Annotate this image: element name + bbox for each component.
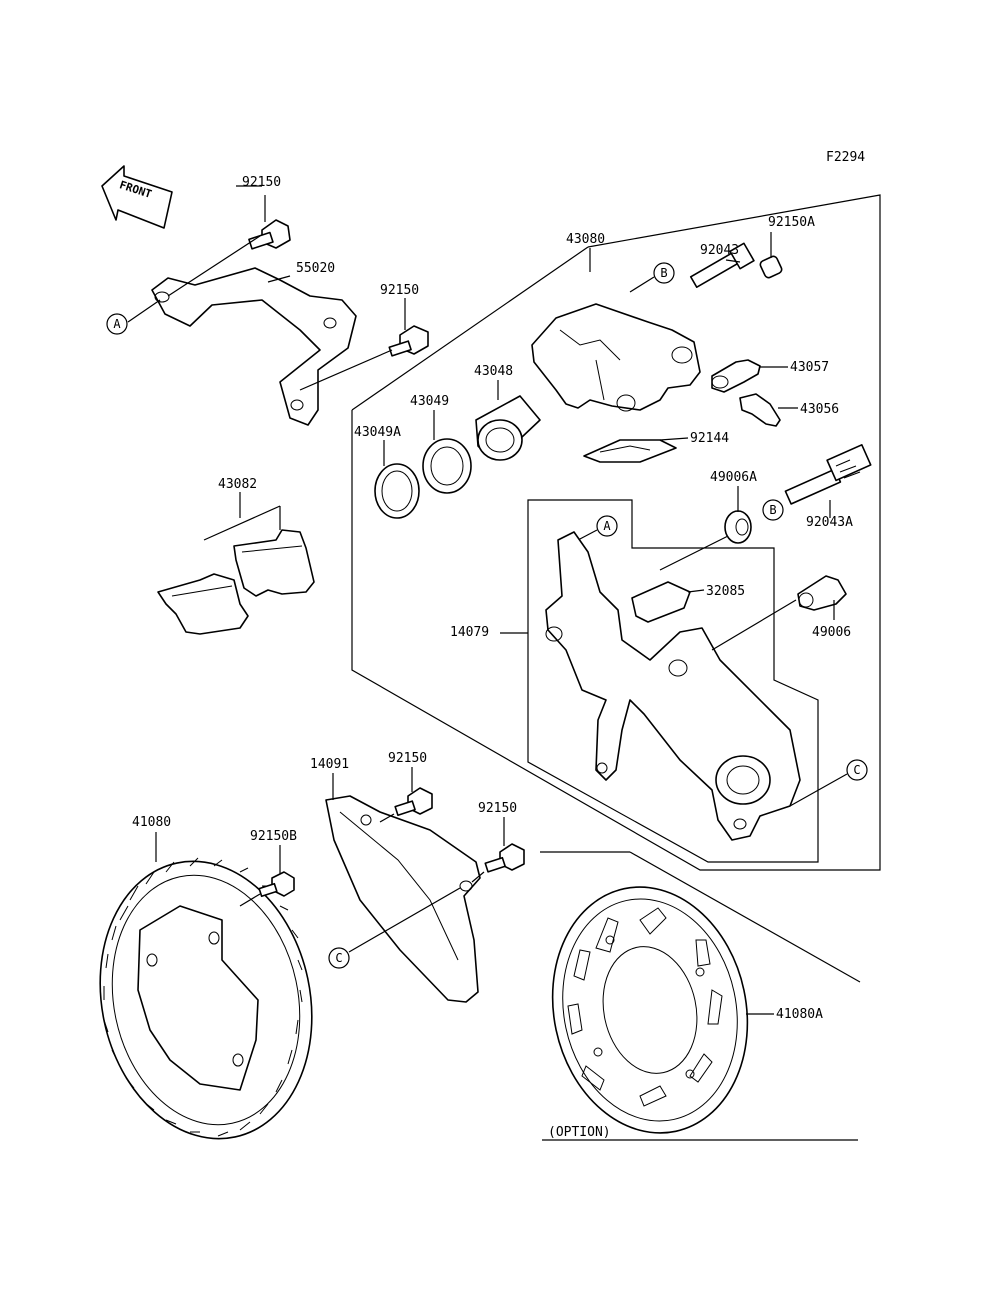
part-label-49006A: 49006A [710, 470, 757, 485]
part-label-14079: 14079 [450, 625, 489, 640]
bolt-92150-low2 [484, 843, 525, 873]
pin-92043A [784, 444, 872, 505]
part-label-92144: 92144 [690, 431, 729, 446]
pin-92043 [689, 242, 755, 288]
part-label-43049A: 43049A [354, 425, 401, 440]
spring-92144 [583, 439, 677, 463]
figure-id: F2294 [826, 150, 865, 165]
caliper-assembly-outline [351, 194, 881, 871]
part-label-92150B: 92150B [250, 829, 297, 844]
callout-c-guard: C [328, 947, 350, 969]
caliper-holder-outline [527, 499, 819, 863]
bolt-92150-mid [388, 325, 429, 357]
part-label-92150-top: 92150 [242, 175, 281, 190]
part-label-92150-low1: 92150 [388, 751, 427, 766]
bleeder-43056 [739, 393, 781, 427]
part-label-92150-mid: 92150 [380, 283, 419, 298]
part-label-43080: 43080 [566, 232, 605, 247]
brake-disc-41080A [551, 886, 749, 1134]
part-label-43056: 43056 [800, 402, 839, 417]
piston-43048 [475, 395, 541, 461]
svg-text:B: B [660, 266, 667, 280]
brake-pads-43082 [157, 529, 315, 635]
brake-disc-41080 [99, 857, 313, 1140]
part-label-43049: 43049 [410, 394, 449, 409]
svg-text:B: B [769, 503, 776, 517]
bolt-92150-top [248, 219, 291, 250]
part-label-43048: 43048 [474, 364, 513, 379]
boot-49006 [797, 575, 847, 611]
pad-spring-32085 [631, 581, 691, 623]
bolt-92150-low1 [394, 787, 433, 817]
seal-43049 [422, 438, 472, 494]
part-label-41080A: 41080A [776, 1007, 823, 1022]
callout-a-left: A [106, 313, 128, 335]
bracket-55020 [151, 267, 357, 426]
cap-43057 [711, 359, 761, 393]
svg-text:A: A [113, 317, 121, 331]
part-label-92043A: 92043A [806, 515, 853, 530]
callout-a-holder: A [596, 515, 618, 537]
cap-92150A [759, 255, 783, 279]
part-label-32085: 32085 [706, 584, 745, 599]
part-label-41080: 41080 [132, 815, 171, 830]
callout-b-holder: B [762, 499, 784, 521]
caliper-holder-14079 [545, 531, 801, 841]
front-direction-arrow: FRONT [101, 165, 173, 229]
boot-49006A [724, 510, 752, 544]
part-label-14091: 14091 [310, 757, 349, 772]
part-label-92150-low2: 92150 [478, 801, 517, 816]
svg-text:C: C [335, 951, 342, 965]
bolt-92150B [258, 871, 295, 898]
callout-c-holder: C [846, 759, 868, 781]
part-label-43057: 43057 [790, 360, 829, 375]
part-label-55020: 55020 [296, 261, 335, 276]
option-label: (OPTION) [548, 1125, 611, 1140]
part-label-49006: 49006 [812, 625, 851, 640]
caliper-body-43080 [531, 303, 701, 412]
svg-text:C: C [853, 763, 860, 777]
part-label-92150A: 92150A [768, 215, 815, 230]
svg-text:A: A [603, 519, 611, 533]
seal-43049A [374, 463, 420, 519]
part-label-92043: 92043 [700, 243, 739, 258]
part-label-43082: 43082 [218, 477, 257, 492]
callout-b-caliper: B [653, 262, 675, 284]
disc-guard-14091 [325, 795, 481, 1003]
